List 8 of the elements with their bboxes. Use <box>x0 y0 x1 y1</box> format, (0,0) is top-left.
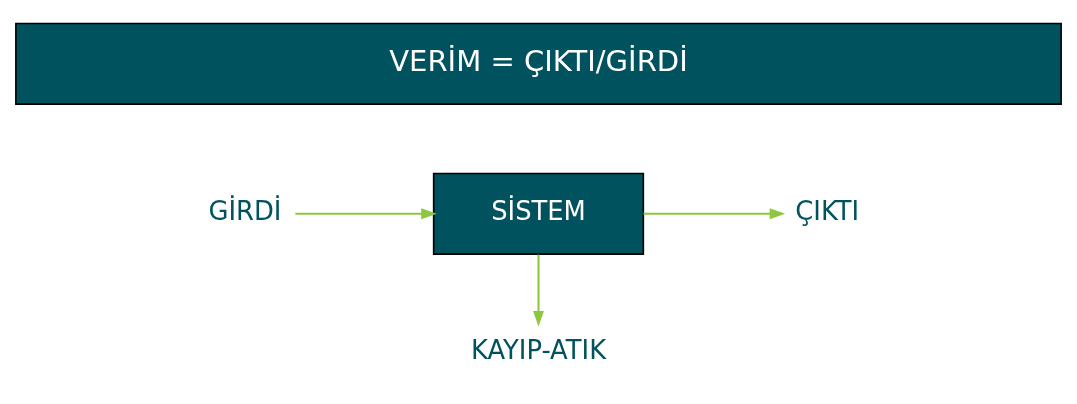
arrow <box>295 207 437 219</box>
arrow <box>643 207 786 219</box>
node-box: SİSTEM <box>432 172 645 255</box>
node-box: VERİM = ÇIKTI/GİRDİ <box>15 22 1062 105</box>
node-text: ÇIKTI <box>795 195 860 226</box>
node-text: KAYIP-ATIK <box>470 334 607 365</box>
node-text: GİRDİ <box>208 195 282 226</box>
arrow <box>533 254 544 327</box>
